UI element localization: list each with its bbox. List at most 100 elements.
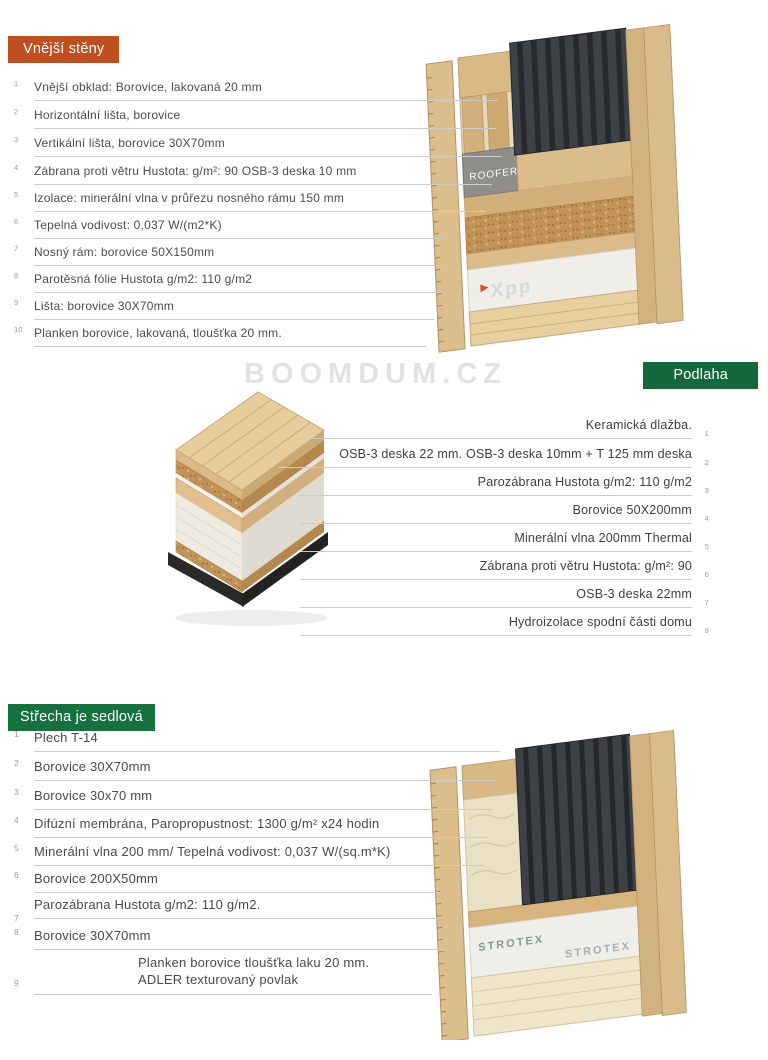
item-number: 8 xyxy=(14,927,19,937)
walls-section-badge: Vnější stěny xyxy=(8,36,120,63)
item-text: Vertikální lišta, borovice 30X70mm xyxy=(34,136,225,150)
item-text: Borovice 50X200mm xyxy=(572,503,692,517)
list-item: 5 Izolace: minerální vlna v průřezu nosn… xyxy=(14,190,486,212)
list-item: 4 Difúzní membrána, Paropropustnost: 130… xyxy=(14,815,488,838)
list-item: 10 Planken borovice, lakovaná, tloušťka … xyxy=(14,325,426,347)
list-item: Zábrana proti větru Hustota: g/m²: 90 6 xyxy=(300,559,709,580)
list-item: 8 Parotěsná fólie Hustota g/m2: 110 g/m2 xyxy=(14,271,446,293)
list-item: 5 Minerální vlna 200 mm/ Tepelná vodivos… xyxy=(14,843,484,866)
wall-assembly-illustration: ROOFER Xpp xyxy=(425,23,684,353)
item-number: 9 xyxy=(14,298,19,307)
item-text: Borovice 30X70mm xyxy=(34,928,151,943)
item-number: 4 xyxy=(14,815,19,825)
item-text: Izolace: minerální vlna v průřezu nosnéh… xyxy=(34,191,345,205)
item-number: 8 xyxy=(14,271,19,280)
item-number: 6 xyxy=(14,870,19,880)
list-item: 1 Plech T-14 xyxy=(14,729,500,752)
item-number: 5 xyxy=(14,190,19,199)
item-text: Parozábrana Hustota g/m2: 110 g/m2 xyxy=(477,475,692,489)
list-item: 2 Horizontální lišta, borovice xyxy=(14,107,496,129)
list-item: 7 Nosný rám: borovice 50X150mm xyxy=(14,244,442,266)
list-item: Borovice 50X200mm 4 xyxy=(300,503,709,524)
item-number: 6 xyxy=(14,217,19,226)
list-item: OSB-3 deska 22 mm. OSB-3 deska 10mm + T … xyxy=(278,447,709,468)
item-number: 10 xyxy=(14,325,23,334)
wall-ruler-plank xyxy=(425,60,466,353)
item-number: 7 xyxy=(14,244,19,253)
item-text: Minerální vlna 200mm Thermal xyxy=(514,531,692,545)
item-text: Tepelná vodivost: 0,037 W/(m2*K) xyxy=(34,218,222,232)
item-text: Borovice 30x70 mm xyxy=(34,788,153,803)
item-text: Planken borovice, lakovaná, tloušťka 20 … xyxy=(34,326,282,340)
item-number: 3 xyxy=(14,135,19,144)
wall-right-stud xyxy=(643,23,684,325)
floor-membrane-layer xyxy=(168,552,244,607)
item-number: 3 xyxy=(14,787,19,797)
list-item: Minerální vlna 200mm Thermal 5 xyxy=(300,531,709,552)
floor-shadow xyxy=(175,610,327,626)
item-text: Hydroizolace spodní části domu xyxy=(508,615,692,629)
item-number: 3 xyxy=(704,486,709,495)
item-number: 4 xyxy=(704,514,709,523)
list-item: 9 Lišta: borovice 30X70mm xyxy=(14,298,434,320)
item-text: Parozábrana Hustota g/m2: 110 g/m2. xyxy=(34,897,261,912)
list-item: Hydroizolace spodní části domu 8 xyxy=(300,615,709,636)
list-item: 9 Planken borovice tloušťka laku 20 mm. … xyxy=(14,954,432,995)
item-text: Nosný rám: borovice 50X150mm xyxy=(34,245,215,259)
item-number: 5 xyxy=(704,542,709,551)
list-item: Parozábrana Hustota g/m2: 110 g/m2 3 xyxy=(300,475,709,496)
floor-cross-section-right xyxy=(242,430,328,607)
item-text: OSB-3 deska 22 mm. OSB-3 deska 10mm + T … xyxy=(339,447,692,461)
item-number: 8 xyxy=(704,626,709,635)
list-item: 1 Vnější obklad: Borovice, lakovaná 20 m… xyxy=(14,79,498,101)
item-number: 6 xyxy=(704,570,709,579)
roof-right-stud xyxy=(649,729,687,1017)
item-number: 1 xyxy=(704,429,709,438)
list-item: 6 Tepelná vodivost: 0,037 W/(m2*K) xyxy=(14,217,444,239)
item-number: 7 xyxy=(704,598,709,607)
item-text: Vnější obklad: Borovice, lakovaná 20 mm xyxy=(34,80,262,94)
item-text: Horizontální lišta, borovice xyxy=(34,108,181,122)
item-text: ADLER texturovaný povlak xyxy=(138,972,299,987)
item-number: 2 xyxy=(704,458,709,467)
floor-assembly-illustration xyxy=(168,391,328,626)
item-text: Parotěsná fólie Hustota g/m2: 110 g/m2 xyxy=(34,272,253,286)
roof-assembly-illustration: STROTEX STROTEX xyxy=(429,729,687,1040)
list-item: 6 Borovice 200X50mm xyxy=(14,870,440,893)
wall-wrap-logo-mark xyxy=(480,284,489,293)
item-number: 9 xyxy=(14,978,19,988)
item-number: 4 xyxy=(14,163,19,172)
floor-section-badge: Podlaha xyxy=(643,362,758,389)
list-item: 7 Parozábrana Hustota g/m2: 110 g/m2. xyxy=(14,897,438,923)
item-text: Difúzní membrána, Paropropustnost: 1300 … xyxy=(34,816,380,831)
list-item: 4 Zábrana proti větru Hustota: g/m²: 90 … xyxy=(14,163,492,185)
list-item: 3 Borovice 30x70 mm xyxy=(14,787,492,810)
item-number: 1 xyxy=(14,729,19,739)
item-text: Zábrana proti větru Hustota: g/m²: 90 OS… xyxy=(34,164,357,178)
item-text: Borovice 30X70mm xyxy=(34,759,151,774)
item-number: 7 xyxy=(14,913,19,923)
wall-horizontal-batten xyxy=(464,170,678,218)
item-number: 2 xyxy=(14,107,19,116)
watermark: BOOMDUM.CZ xyxy=(244,358,507,390)
item-text: Keramická dlažba. xyxy=(585,418,692,432)
item-text: Plech T-14 xyxy=(34,730,98,745)
item-text: Minerální vlna 200 mm/ Tepelná vodivost:… xyxy=(34,844,391,859)
list-item: 3 Vertikální lišta, borovice 30X70mm xyxy=(14,135,502,157)
list-item: 8 Borovice 30X70mm xyxy=(14,927,444,950)
item-text: Borovice 200X50mm xyxy=(34,871,159,886)
item-text: Planken borovice tloušťka laku 20 mm. xyxy=(138,955,370,970)
roof-section-badge: Střecha je sedlová xyxy=(8,704,155,731)
wall-dark-cladding xyxy=(509,27,632,156)
item-text: Lišta: borovice 30X70mm xyxy=(34,299,174,313)
item-number: 5 xyxy=(14,843,19,853)
list-item: OSB-3 deska 22mm 7 xyxy=(300,587,709,608)
item-number: 1 xyxy=(14,79,19,88)
item-text: OSB-3 deska 22mm xyxy=(576,587,692,601)
item-text: Zábrana proti větru Hustota: g/m²: 90 xyxy=(479,559,692,573)
list-item: Keramická dlažba. 1 xyxy=(300,418,709,439)
roof-ruler-plank xyxy=(429,766,469,1040)
list-item: 2 Borovice 30X70mm xyxy=(14,758,496,781)
floor-cross-section-left xyxy=(168,449,244,607)
